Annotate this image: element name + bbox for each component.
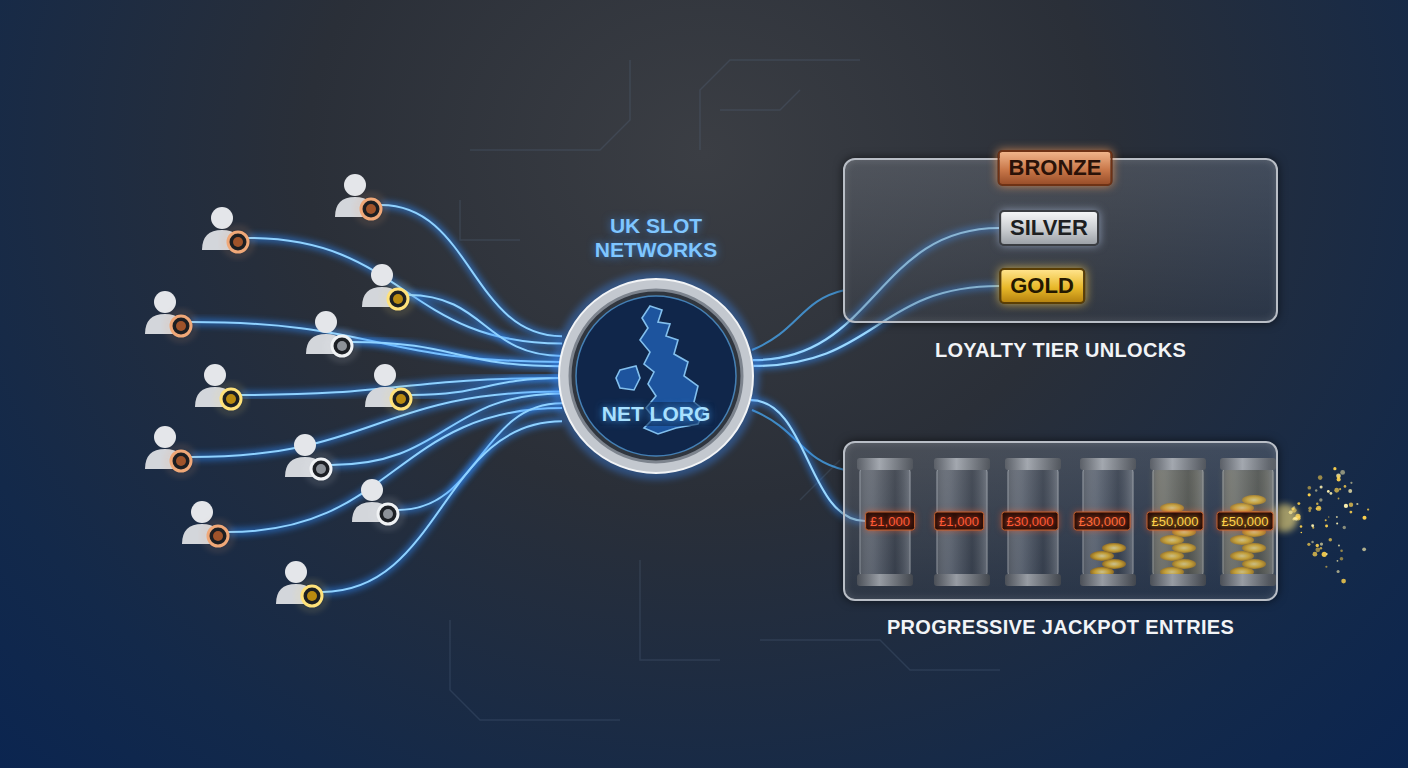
sparkles bbox=[1270, 467, 1369, 583]
jackpot-tag: £30,000 bbox=[1002, 512, 1059, 531]
node-label: £50,000 bbox=[1152, 514, 1199, 529]
loyalty-panel: LOYALTY TIER UNLOCKSBRONZESILVERGOLD bbox=[843, 158, 1278, 323]
jackpot-tag: £1,000 bbox=[865, 512, 915, 531]
jackpot-tag: £50,000 bbox=[1217, 512, 1274, 531]
node-label: £30,000 bbox=[1007, 514, 1054, 529]
node-label: GOLD bbox=[1010, 273, 1074, 298]
player-links bbox=[191, 205, 562, 592]
panel-heading: PROGRESSIVE JACKPOT ENTRIES bbox=[887, 616, 1234, 639]
node-label: BRONZE bbox=[1009, 155, 1102, 180]
jackpot-tag: £30,000 bbox=[1074, 512, 1131, 531]
tier-badge: BRONZE bbox=[998, 150, 1113, 186]
hub-label: NET LORG bbox=[598, 402, 715, 426]
jackpot-tag: £50,000 bbox=[1147, 512, 1204, 531]
jackpot-tag: £1,000 bbox=[934, 512, 984, 531]
tier-badge: SILVER bbox=[999, 210, 1099, 246]
hub-heading: UK SLOT NETWORKS bbox=[571, 214, 741, 262]
tier-badge: GOLD bbox=[999, 268, 1085, 304]
panel-heading: LOYALTY TIER UNLOCKS bbox=[935, 339, 1186, 362]
node-label: £1,000 bbox=[870, 514, 910, 529]
jackpot-panel: PROGRESSIVE JACKPOT ENTRIES£1,000£1,000£… bbox=[843, 441, 1278, 601]
player-icons bbox=[145, 174, 415, 610]
node-label: £1,000 bbox=[939, 514, 979, 529]
node-label: £30,000 bbox=[1079, 514, 1126, 529]
hub-circle bbox=[558, 278, 754, 474]
node-label: SILVER bbox=[1010, 215, 1088, 240]
network-hub: UK SLOT NETWORKSNET LORG bbox=[558, 278, 754, 474]
node-label: £50,000 bbox=[1222, 514, 1269, 529]
